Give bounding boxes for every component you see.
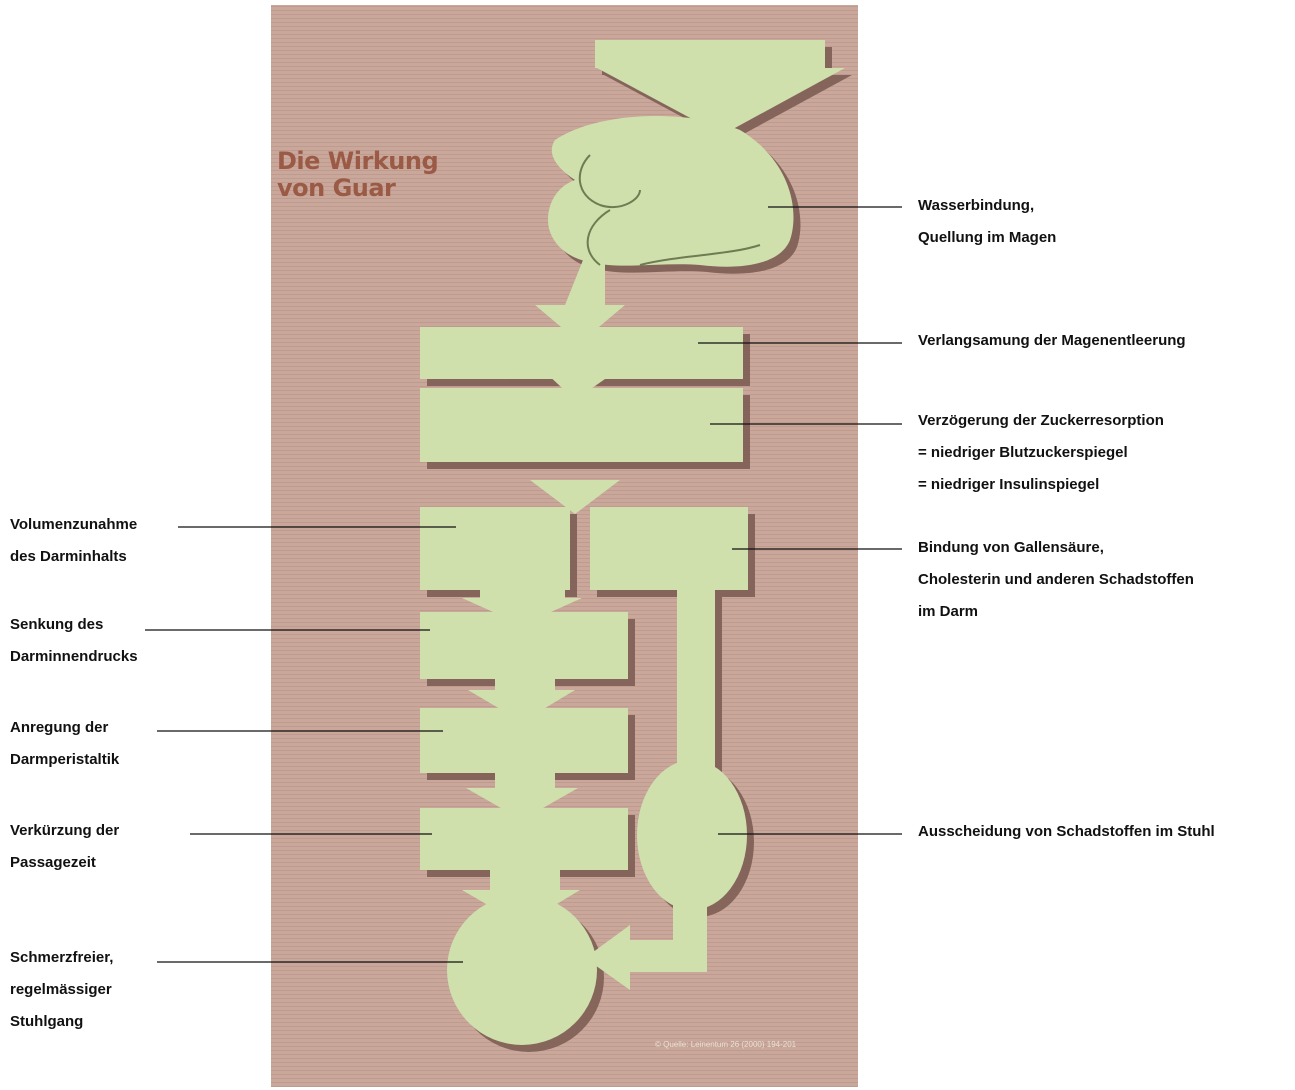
label-line: Ausscheidung von Schadstoffen im Stuhl (918, 816, 1215, 848)
label-line: Passagezeit (10, 847, 119, 879)
box-gallensaeure (590, 507, 748, 590)
pipe-vertical (677, 590, 715, 770)
label-line: Quellung im Magen (918, 222, 1056, 254)
label-line: im Darm (918, 596, 1194, 628)
label-line: Volumenzunahme (10, 509, 137, 541)
label-verkuerzung: Verkürzung der Passagezeit (10, 815, 119, 879)
box-anregung (420, 708, 628, 773)
box-senkung (420, 612, 628, 679)
label-line: Bindung von Gallensäure, (918, 532, 1194, 564)
label-zuckerresorption: Verzögerung der Zuckerresorption = niedr… (918, 405, 1164, 501)
label-line: Wasserbindung, (918, 190, 1056, 222)
label-senkung: Senkung des Darminnendrucks (10, 609, 138, 673)
label-line: Verzögerung der Zuckerresorption (918, 405, 1164, 437)
label-magenentleerung: Verlangsamung der Magenentleerung (918, 325, 1186, 357)
label-line: Verlangsamung der Magenentleerung (918, 325, 1186, 357)
label-volumenzunahme: Volumenzunahme des Darminhalts (10, 509, 137, 573)
label-wasserbindung: Wasserbindung, Quellung im Magen (918, 190, 1056, 254)
copyright-note: © Quelle: Leinentum 26 (2000) 194-201 (655, 1040, 796, 1049)
label-stuhlgang: Schmerzfreier, regelmässiger Stuhlgang (10, 942, 113, 1038)
label-line: = niedriger Insulinspiegel (918, 469, 1164, 501)
label-line: Schmerzfreier, (10, 942, 113, 974)
label-gallensaeure: Bindung von Gallensäure, Cholesterin und… (918, 532, 1194, 628)
title-line-1: Die Wirkung (277, 148, 438, 175)
label-line: Anregung der (10, 712, 119, 744)
label-line: Stuhlgang (10, 1006, 113, 1038)
label-line: Senkung des (10, 609, 138, 641)
label-line: Darminnendrucks (10, 641, 138, 673)
label-line: Cholesterin und anderen Schadstoffen (918, 564, 1194, 596)
box-magenentleerung (420, 327, 743, 379)
label-anregung: Anregung der Darmperistaltik (10, 712, 119, 776)
excretion-ellipse (637, 760, 747, 910)
box-zuckerresorption (420, 388, 743, 462)
label-line: Verkürzung der (10, 815, 119, 847)
label-line: = niedriger Blutzuckerspiegel (918, 437, 1164, 469)
label-ausscheidung: Ausscheidung von Schadstoffen im Stuhl (918, 816, 1215, 848)
box-verkuerzung (420, 808, 628, 870)
poster-title: Die Wirkung von Guar (277, 148, 438, 202)
title-line-2: von Guar (277, 175, 438, 202)
label-line: Darmperistaltik (10, 744, 119, 776)
label-line: des Darminhalts (10, 541, 137, 573)
stuhlgang-circle (447, 895, 597, 1045)
label-line: regelmässiger (10, 974, 113, 1006)
box-volumen (420, 507, 570, 590)
